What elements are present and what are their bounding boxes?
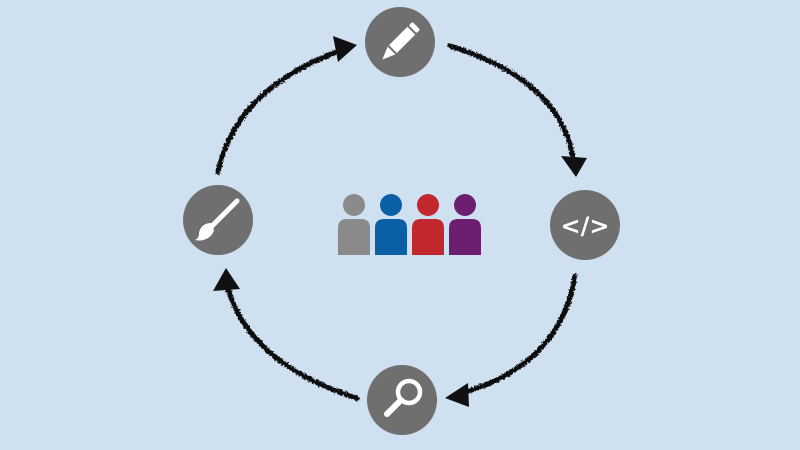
arrow-develop-to-test: [445, 273, 578, 407]
team-person: [338, 194, 370, 255]
cycle-arrows: [213, 36, 587, 407]
arrow-design-to-plan: [215, 36, 357, 175]
arrow-plan-to-develop: [447, 43, 587, 177]
person-body: [338, 219, 370, 255]
person-body: [375, 219, 407, 255]
person-head: [417, 194, 439, 216]
code-icon: </>: [561, 212, 610, 240]
person-head: [380, 194, 402, 216]
node-plan: [365, 7, 435, 77]
team-person: [449, 194, 481, 255]
pencil-icon: [382, 22, 420, 60]
arrow-test-to-design: [213, 268, 360, 401]
magnifier-icon: [384, 378, 423, 417]
person-body: [412, 219, 444, 255]
team-group: [338, 194, 481, 255]
node-design: [183, 185, 253, 255]
person-head: [343, 194, 365, 216]
team-person: [412, 194, 444, 255]
team-person: [375, 194, 407, 255]
node-test: [367, 365, 437, 435]
node-develop: </>: [550, 190, 620, 260]
paintbrush-icon: [195, 198, 240, 241]
person-body: [449, 219, 481, 255]
person-head: [454, 194, 476, 216]
